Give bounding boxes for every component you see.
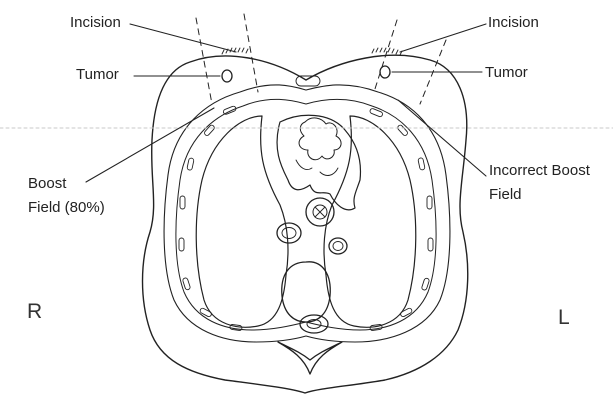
- lung-right: [196, 116, 288, 327]
- label-tumor-left: Tumor: [76, 66, 119, 84]
- label-boost-field: Boost Field (80%): [28, 175, 105, 217]
- label-tumor-right: Tumor: [485, 64, 528, 82]
- spinous-process: [278, 342, 342, 374]
- leader-incorrect-boost-field: [398, 100, 486, 176]
- vessel-left-inner: [333, 242, 343, 251]
- boost-field-right-line-a: [196, 18, 212, 104]
- label-incorrect-boost-field: Incorrect Boost Field: [489, 162, 590, 204]
- great-vessels: [299, 118, 341, 160]
- boost-field-lines: [196, 14, 446, 104]
- vessel-left: [329, 238, 347, 254]
- label-boost-field-line1: Boost: [28, 175, 105, 193]
- lung-left: [324, 116, 416, 327]
- vessel-right: [277, 223, 301, 243]
- leader-incision-left: [130, 24, 236, 52]
- label-incision-right: Incision: [488, 14, 539, 32]
- label-side-left: L: [558, 306, 570, 330]
- aorta-mark: [315, 207, 325, 217]
- label-incorrect-boost-field-line2: Field: [489, 186, 590, 204]
- label-side-right: R: [27, 300, 42, 324]
- leader-incision-right: [400, 24, 486, 52]
- vessel-right-inner: [282, 228, 296, 239]
- label-incision-left: Incision: [70, 14, 121, 32]
- label-boost-field-line2: Field (80%): [28, 199, 105, 217]
- tumor-right: [222, 70, 232, 82]
- label-incorrect-boost-field-line1: Incorrect Boost: [489, 162, 590, 180]
- heart-detail: [296, 160, 338, 175]
- heart: [277, 115, 360, 210]
- body-outline: [143, 55, 468, 393]
- rib-segments: [179, 76, 433, 331]
- leader-boost-field: [86, 108, 214, 182]
- vertebral-body: [282, 262, 331, 322]
